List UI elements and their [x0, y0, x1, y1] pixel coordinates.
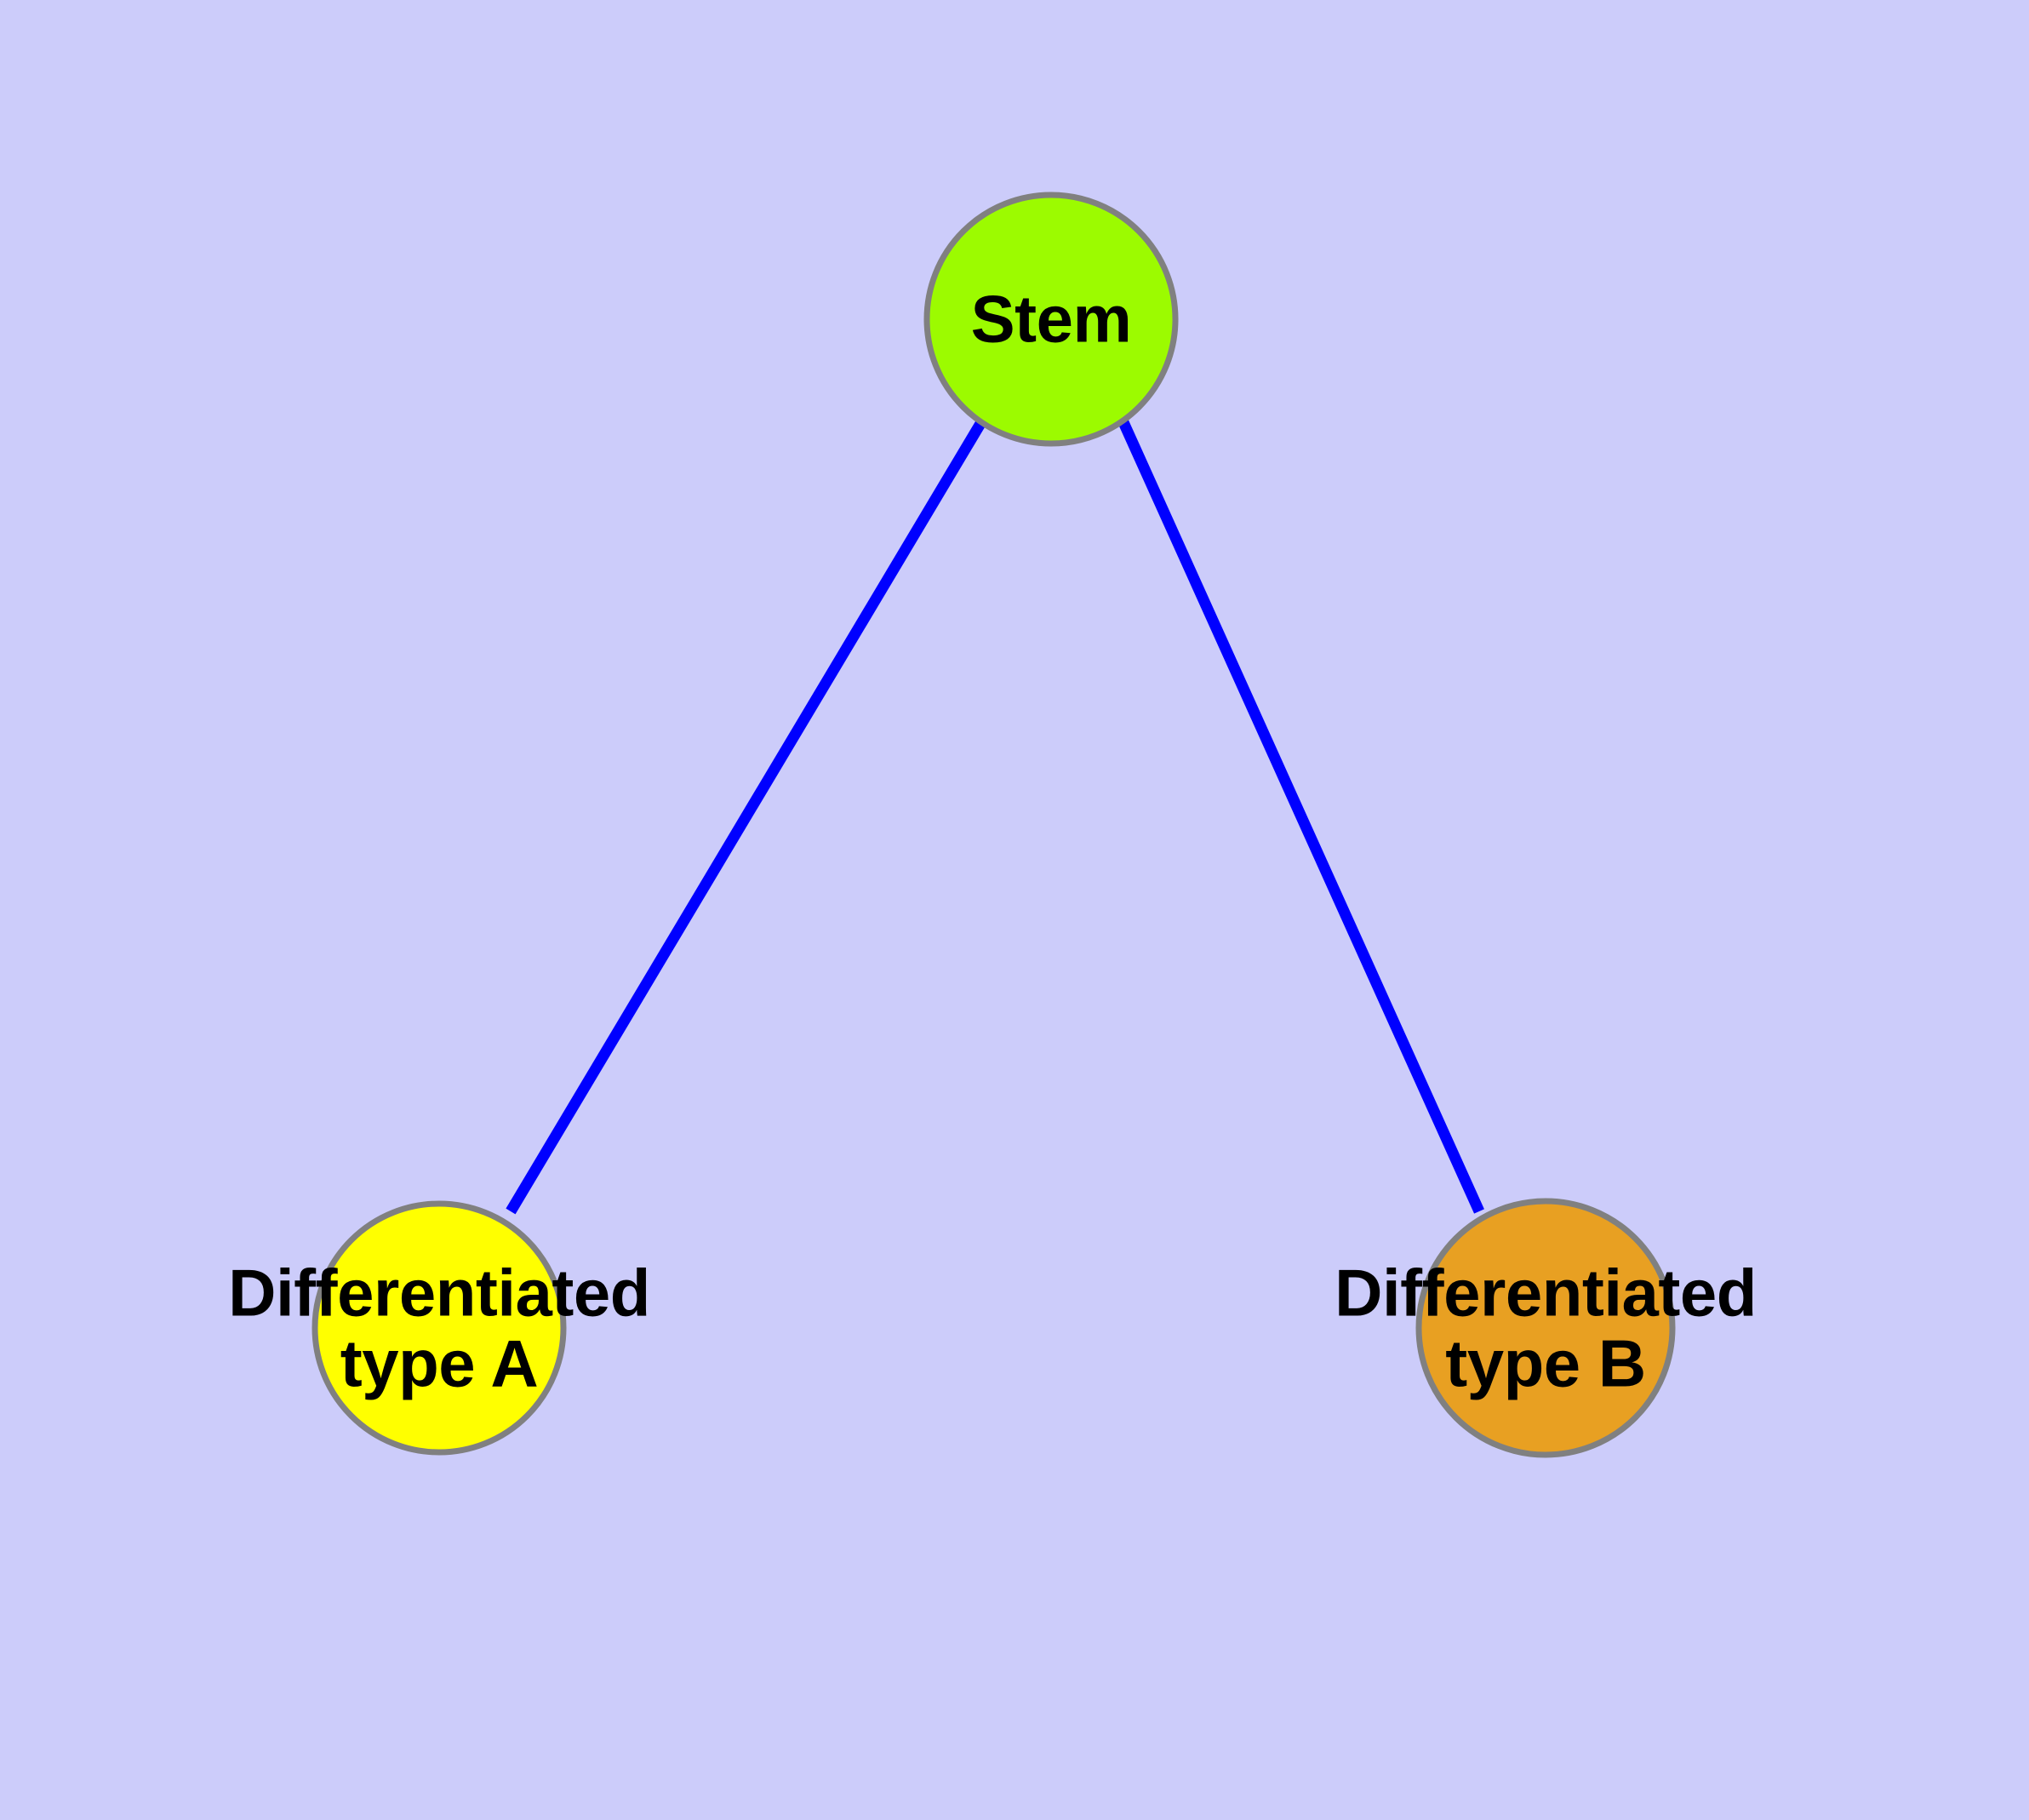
node-layer: [311, 192, 1676, 1458]
edge-stem-to-diff-a[interactable]: [506, 419, 986, 1215]
edge-stem-to-diff-b[interactable]: [1118, 420, 1484, 1214]
node-circle-stem[interactable]: [923, 192, 1179, 447]
edge-layer: [506, 419, 1484, 1215]
node-circle-diff-b[interactable]: [1415, 1198, 1676, 1458]
node-circle-diff-a[interactable]: [311, 1200, 567, 1456]
